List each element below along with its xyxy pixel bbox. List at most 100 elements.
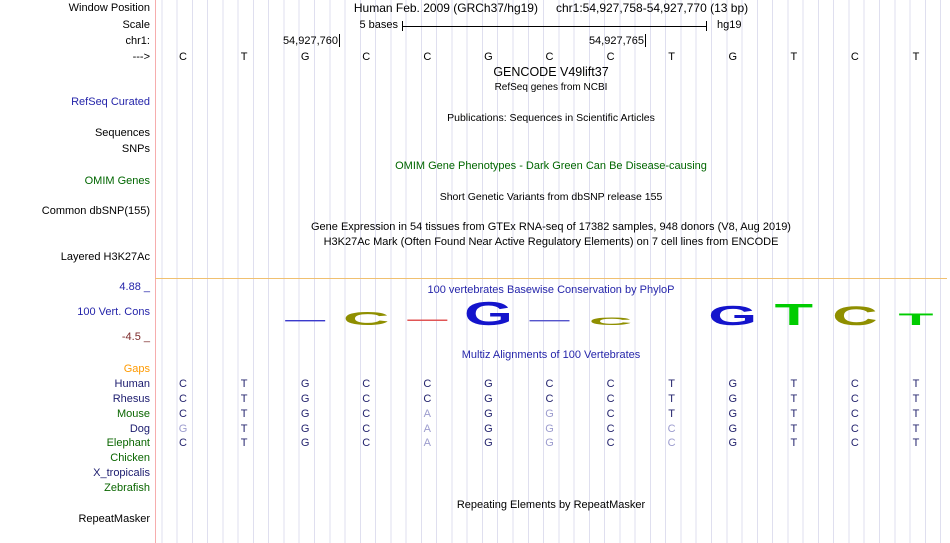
ruler-base: T <box>668 51 676 63</box>
alignment-base-human: T <box>668 378 676 390</box>
scale-value: 5 bases <box>359 19 398 31</box>
ruler-base: G <box>484 51 493 63</box>
track-label-dog[interactable]: Dog <box>129 423 150 435</box>
gtex-track-title[interactable]: Gene Expression in 54 tissues from GTEx … <box>311 221 791 233</box>
strand-arrow[interactable]: ---> <box>132 51 150 63</box>
alignment-base-elephant: G <box>300 437 310 449</box>
multiz-track-title[interactable]: Multiz Alignments of 100 Vertebrates <box>461 349 641 361</box>
ruler-base: T <box>240 51 248 63</box>
phylop-min-value: -4.5 _ <box>121 331 150 343</box>
alignment-base-rhesus: T <box>790 393 798 405</box>
alignment-base-rhesus: T <box>668 393 676 405</box>
alignment-base-mouse: A <box>423 408 431 420</box>
ruler-base: T <box>912 51 920 63</box>
alignment-base-elephant: G <box>728 437 738 449</box>
ruler-base: C <box>362 51 371 63</box>
phylop-logo-letter-T: T <box>775 298 813 332</box>
alignment-base-dog: C <box>850 423 859 435</box>
label-window-position: Window Position <box>68 2 150 14</box>
track-label-elephant[interactable]: Elephant <box>106 437 150 449</box>
track-label-layered-h3k27ac[interactable]: Layered H3K27Ac <box>60 251 150 263</box>
scale-bar-right-tick <box>706 21 707 31</box>
alignment-base-elephant: G <box>484 437 493 449</box>
phylop-logo-letter-C <box>529 320 570 322</box>
track-label-refseq-curated[interactable]: RefSeq Curated <box>71 96 150 108</box>
phylop-logo-letter-G: G <box>464 294 513 332</box>
ruler-base: C <box>850 51 859 63</box>
track-label-gaps[interactable]: Gaps <box>123 363 150 375</box>
gencode-track-title[interactable]: GENCODE V49lift37 <box>493 65 609 79</box>
ruler-base: C <box>545 51 554 63</box>
phylop-track-title[interactable]: 100 vertebrates Basewise Conservation by… <box>427 284 675 296</box>
alignment-base-mouse: C <box>362 408 371 420</box>
alignment-base-elephant: A <box>423 437 431 449</box>
refseq-track-subtitle[interactable]: RefSeq genes from NCBI <box>494 82 608 93</box>
alignment-base-human: C <box>545 378 554 390</box>
alignment-base-elephant: T <box>240 437 248 449</box>
ruler-base: G <box>300 51 310 63</box>
alignment-base-human: T <box>790 378 798 390</box>
track-label-omim-genes[interactable]: OMIM Genes <box>84 175 150 187</box>
publications-track-title[interactable]: Publications: Sequences in Scientific Ar… <box>447 112 655 124</box>
track-label-common-dbsnp[interactable]: Common dbSNP(155) <box>41 205 150 217</box>
phylop-logo-letter-C: C <box>589 315 632 327</box>
ruler-coordinate-left: 54,927,760 <box>282 35 338 47</box>
dbsnp-track-title[interactable]: Short Genetic Variants from dbSNP releas… <box>439 191 663 203</box>
alignment-base-elephant: C <box>850 437 859 449</box>
alignment-base-human: C <box>362 378 371 390</box>
track-label-100-vert-cons[interactable]: 100 Vert. Cons <box>77 306 150 318</box>
alignment-base-rhesus: C <box>362 393 371 405</box>
ruler-tick-left <box>339 34 340 47</box>
alignment-base-dog: C <box>667 423 676 435</box>
track-label-chicken[interactable]: Chicken <box>110 452 150 464</box>
h3k27ac-baseline <box>155 278 947 279</box>
track-label-x_tropicalis[interactable]: X_tropicalis <box>93 467 150 479</box>
alignment-base-human: C <box>850 378 859 390</box>
alignment-base-rhesus: T <box>912 393 920 405</box>
assembly-name: Human Feb. 2009 (GRCh37/hg19) <box>353 1 538 15</box>
h3k27ac-track-title[interactable]: H3K27Ac Mark (Often Found Near Active Re… <box>323 236 779 248</box>
ruler-base: T <box>790 51 798 63</box>
track-label-rhesus[interactable]: Rhesus <box>112 393 150 405</box>
alignment-base-rhesus: C <box>423 393 432 405</box>
alignment-base-dog: G <box>545 423 554 435</box>
ruler-base: C <box>179 51 187 63</box>
alignment-base-rhesus: G <box>300 393 310 405</box>
alignment-base-human: C <box>423 378 432 390</box>
ruler-base: C <box>423 51 432 63</box>
track-label-mouse[interactable]: Mouse <box>116 408 150 420</box>
alignment-base-mouse: T <box>668 408 676 420</box>
label-chrom: chr1: <box>125 35 150 47</box>
scale-bar-left-tick <box>402 21 403 31</box>
repeatmasker-track-title[interactable]: Repeating Elements by RepeatMasker <box>456 499 646 511</box>
alignment-base-elephant: C <box>362 437 371 449</box>
alignment-base-mouse: G <box>300 408 310 420</box>
phylop-logo-letter-A <box>407 319 448 321</box>
alignment-base-elephant: C <box>606 437 615 449</box>
alignment-base-dog: C <box>606 423 615 435</box>
alignment-base-elephant: T <box>790 437 798 449</box>
alignment-base-dog: T <box>790 423 798 435</box>
omim-track-title[interactable]: OMIM Gene Phenotypes - Dark Green Can Be… <box>395 160 707 172</box>
alignment-base-dog: G <box>178 423 188 435</box>
track-label-zebrafish[interactable]: Zebrafish <box>104 482 150 494</box>
alignment-base-dog: T <box>912 423 920 435</box>
alignment-base-human: C <box>179 378 187 390</box>
alignment-base-human: T <box>912 378 920 390</box>
alignment-base-mouse: T <box>790 408 798 420</box>
track-label-repeatmasker[interactable]: RepeatMasker <box>78 513 150 525</box>
phylop-logo-letter-T: T <box>899 310 934 329</box>
alignment-base-mouse: T <box>912 408 920 420</box>
scale-bar <box>402 26 707 27</box>
alignment-base-dog: G <box>300 423 310 435</box>
alignment-base-human: G <box>300 378 310 390</box>
ruler-base: G <box>728 51 738 63</box>
track-label-snps[interactable]: SNPs <box>121 143 150 155</box>
alignment-base-elephant: C <box>179 437 187 449</box>
track-label-human[interactable]: Human <box>114 378 150 390</box>
phylop-logo-letter-C: C <box>343 309 389 329</box>
track-label-sequences[interactable]: Sequences <box>94 127 150 139</box>
grid-guidelines <box>155 0 947 543</box>
